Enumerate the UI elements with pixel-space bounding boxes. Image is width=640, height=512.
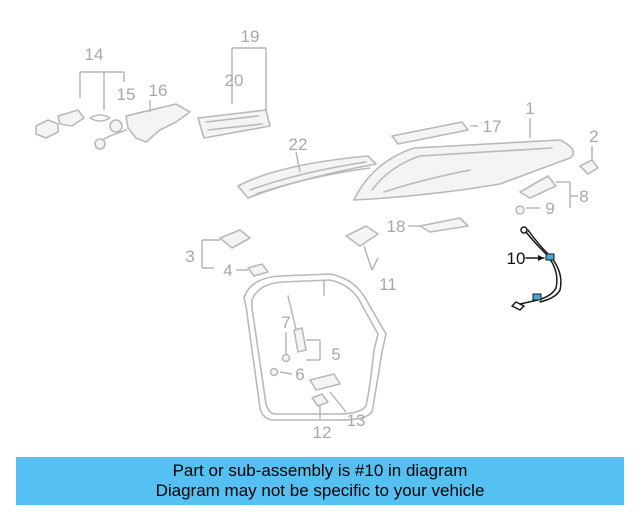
part-2: 2 (579, 127, 599, 175)
part-10-release-cable: 10 (507, 226, 562, 311)
info-banner: Part or sub-assembly is #10 in diagram D… (16, 457, 624, 505)
callout-12: 12 (313, 423, 332, 442)
part-11-actuator: 11 (345, 225, 397, 294)
callout-7: 7 (281, 313, 290, 332)
callout-20: 20 (225, 71, 244, 90)
callout-19: 19 (241, 27, 260, 46)
callout-4: 4 (223, 261, 232, 280)
callout-16: 16 (149, 81, 168, 100)
callout-13: 13 (347, 411, 366, 430)
callout-3: 3 (185, 247, 194, 266)
callout-11: 11 (379, 275, 397, 294)
part-22-garnish: 22 (237, 135, 377, 199)
callout-15: 15 (117, 85, 136, 104)
callout-9: 9 (545, 199, 554, 218)
part-1-rear-glass: 1 (353, 99, 575, 201)
part-17: 17 (391, 117, 502, 145)
part-3-4-group: 3 4 (185, 229, 269, 280)
callout-14: 14 (85, 45, 104, 64)
banner-line-1: Part or sub-assembly is #10 in diagram (172, 461, 468, 480)
part-19-20-group: 19 20 (197, 27, 271, 139)
parts-diagram: 14 15 16 19 20 22 1 17 2 (35, 27, 599, 442)
callout-22: 22 (289, 135, 308, 154)
callout-1: 1 (525, 99, 534, 118)
part-5-7-strut: 7 5 6 (269, 295, 341, 384)
callout-6: 6 (295, 365, 304, 384)
callout-5: 5 (331, 345, 340, 364)
part-14-16-group: 14 15 16 (35, 45, 191, 150)
banner-line-2: Diagram may not be specific to your vehi… (155, 481, 485, 500)
part-8-9-group: 8 9 (515, 175, 589, 218)
callout-10: 10 (507, 249, 526, 268)
callout-2: 2 (589, 127, 598, 146)
callout-18: 18 (387, 217, 406, 236)
part-12-13-group: 12 13 (309, 373, 366, 442)
callout-17: 17 (483, 117, 502, 136)
callout-8: 8 (579, 187, 588, 206)
part-18: 18 (387, 217, 469, 236)
liftgate-weatherstrip (243, 273, 387, 421)
